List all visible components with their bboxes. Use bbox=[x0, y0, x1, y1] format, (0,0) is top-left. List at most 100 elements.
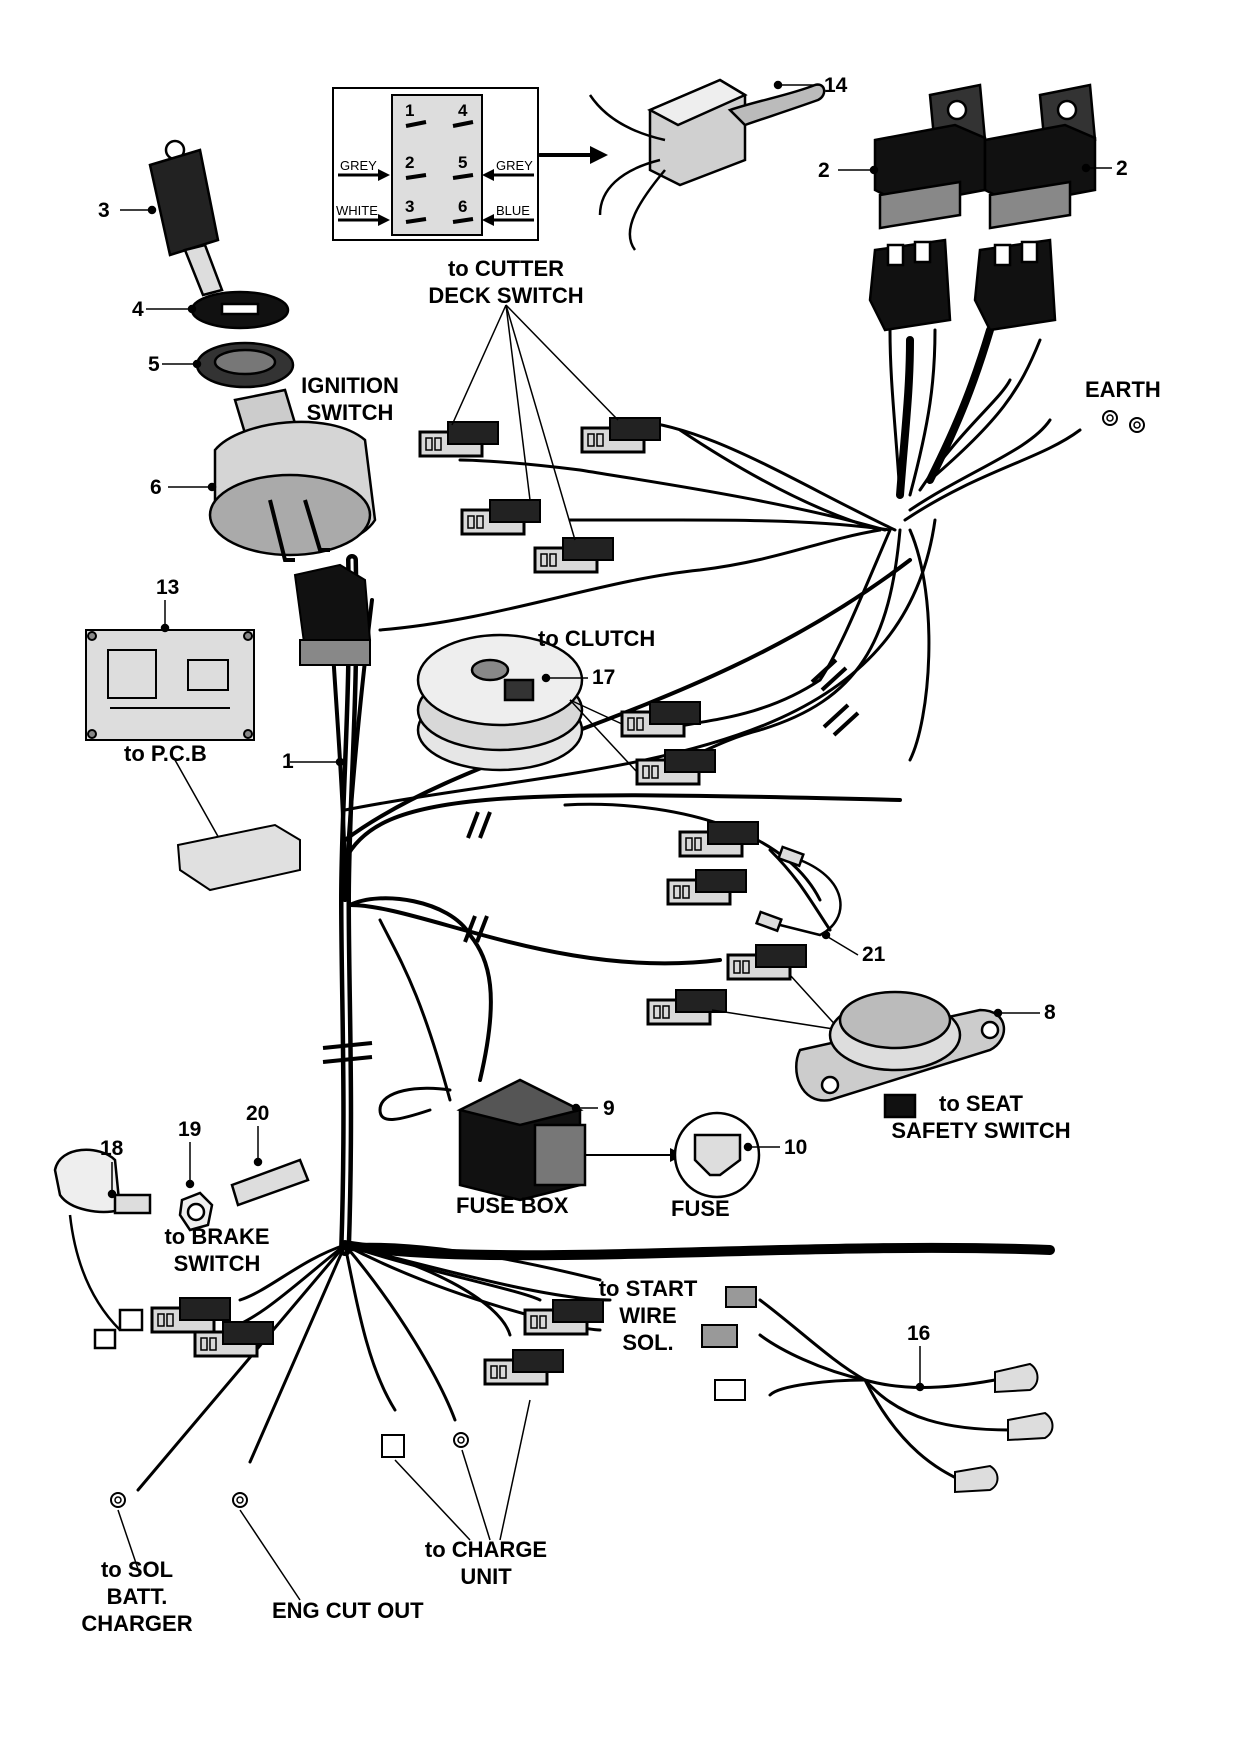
callout-19: 19 bbox=[178, 1118, 202, 1141]
sub-harness-terminals bbox=[701, 1286, 1054, 1494]
label-earth: EARTH bbox=[1085, 377, 1161, 402]
label-pcb: to P.C.B bbox=[124, 741, 207, 766]
label-charge-unit: to CHARGE UNIT bbox=[425, 1536, 547, 1590]
nut bbox=[195, 341, 295, 389]
pin-6: 6 bbox=[458, 197, 468, 216]
bottom-leaders bbox=[117, 1399, 531, 1601]
wire-colour-blue: BLUE bbox=[496, 203, 530, 218]
label-fuse: FUSE bbox=[671, 1196, 730, 1221]
clutch-leaders bbox=[569, 699, 638, 773]
charge-unit-terminal bbox=[381, 1434, 405, 1458]
label-line: to START bbox=[598, 1276, 698, 1301]
harness-head-connector bbox=[293, 563, 372, 666]
fuse bbox=[673, 1111, 761, 1199]
pin-1: 1 bbox=[405, 101, 415, 120]
brake-connector-1 bbox=[150, 1296, 232, 1334]
label-line: UNIT bbox=[460, 1564, 512, 1589]
label-line: SOL. bbox=[622, 1330, 674, 1355]
callout-20: 20 bbox=[246, 1102, 270, 1125]
label-line: SWITCH bbox=[173, 1251, 261, 1276]
callout-9: 9 bbox=[603, 1097, 615, 1120]
callout-14: 14 bbox=[824, 74, 848, 97]
seat-safety-switch bbox=[795, 990, 1006, 1119]
callout-5: 5 bbox=[148, 353, 160, 376]
pin-4: 4 bbox=[458, 101, 468, 120]
seat-connector-3 bbox=[726, 943, 808, 981]
callout-13: 13 bbox=[156, 576, 180, 599]
pcb-connector bbox=[176, 823, 301, 892]
seat-connector-4 bbox=[646, 988, 728, 1026]
sol-batt-charger-ring bbox=[110, 1492, 126, 1508]
label-sol-batt-charger: to SOL BATT. CHARGER bbox=[81, 1556, 192, 1637]
charge-unit-connector bbox=[483, 1348, 565, 1386]
label-line: to CUTTER bbox=[447, 256, 565, 281]
label-clutch: to CLUTCH bbox=[538, 626, 656, 651]
callout-4: 4 bbox=[132, 298, 144, 321]
wires bbox=[136, 146, 1082, 1492]
fuse-box bbox=[456, 1078, 587, 1202]
wire-colour-grey-left: GREY bbox=[340, 158, 377, 173]
label-line: SAFETY SWITCH bbox=[891, 1118, 1071, 1143]
wire-colour-white: WHITE bbox=[336, 203, 378, 218]
relay-left bbox=[868, 83, 987, 332]
callout-10: 10 bbox=[784, 1136, 808, 1159]
callout-18: 18 bbox=[100, 1137, 124, 1160]
ignition-switch bbox=[208, 388, 377, 562]
seat-leaders bbox=[711, 974, 841, 1031]
brake-switch bbox=[53, 1148, 152, 1350]
callout-17: 17 bbox=[592, 666, 616, 689]
label-cutter-deck-switch: to CUTTER DECK SWITCH bbox=[428, 255, 583, 309]
label-line: BATT. bbox=[106, 1584, 168, 1609]
label-line: to SOL bbox=[100, 1557, 174, 1582]
hex-nut bbox=[178, 1191, 214, 1232]
wire-colour-grey-right: GREY bbox=[496, 158, 533, 173]
callout-2-left: 2 bbox=[818, 159, 830, 182]
earth-ring-1 bbox=[1102, 410, 1118, 426]
pin-5: 5 bbox=[458, 153, 468, 172]
callout-2-right: 2 bbox=[1116, 157, 1128, 180]
label-ignition-switch: IGNITION SWITCH bbox=[301, 372, 399, 426]
callout-3: 3 bbox=[98, 199, 110, 222]
cutter-connector-4 bbox=[533, 536, 615, 574]
label-seat-safety-switch: to SEAT SAFETY SWITCH bbox=[891, 1090, 1070, 1144]
cutter-connector-1 bbox=[418, 420, 500, 458]
toggle-switch bbox=[588, 78, 826, 251]
ignition-key bbox=[148, 139, 224, 297]
seat-connector-2 bbox=[666, 868, 748, 906]
callout-1: 1 bbox=[282, 750, 294, 773]
callout-8: 8 bbox=[1044, 1001, 1056, 1024]
washer bbox=[190, 290, 290, 330]
charge-unit-ring bbox=[453, 1432, 469, 1448]
callout-leaders bbox=[107, 80, 1112, 1392]
callout-6: 6 bbox=[150, 476, 162, 499]
callout-16: 16 bbox=[907, 1322, 931, 1345]
label-line: SWITCH bbox=[306, 400, 394, 425]
label-line: to CHARGE bbox=[424, 1537, 548, 1562]
label-line: to BRAKE bbox=[164, 1224, 270, 1249]
callout-21: 21 bbox=[862, 943, 886, 966]
cutter-connector-2 bbox=[580, 416, 662, 454]
jumper-21 bbox=[754, 845, 842, 937]
cutter-connector-3 bbox=[460, 498, 542, 536]
clutch-connector-2 bbox=[635, 748, 717, 786]
label-start-wire-sol: to START WIRE SOL. bbox=[599, 1275, 698, 1356]
label-line: WIRE bbox=[619, 1303, 677, 1328]
label-line: DECK SWITCH bbox=[428, 283, 584, 308]
clutch bbox=[416, 633, 584, 772]
label-fuse-box: FUSE BOX bbox=[456, 1193, 569, 1218]
label-brake-switch: to BRAKE SWITCH bbox=[164, 1223, 269, 1277]
switch-pin-inset bbox=[332, 87, 539, 241]
pin-2: 2 bbox=[405, 153, 415, 172]
eng-cut-out-ring bbox=[232, 1492, 248, 1508]
wire-break-marks bbox=[322, 658, 860, 1064]
pin-3: 3 bbox=[405, 197, 415, 216]
spring bbox=[230, 1158, 310, 1207]
seat-connector-1 bbox=[678, 820, 760, 858]
pcb bbox=[85, 629, 255, 741]
label-line: CHARGER bbox=[81, 1611, 193, 1636]
earth-ring-2 bbox=[1129, 417, 1145, 433]
pcb-leader bbox=[174, 759, 221, 841]
label-line: to SEAT bbox=[939, 1091, 1023, 1116]
relay-right bbox=[973, 83, 1097, 332]
